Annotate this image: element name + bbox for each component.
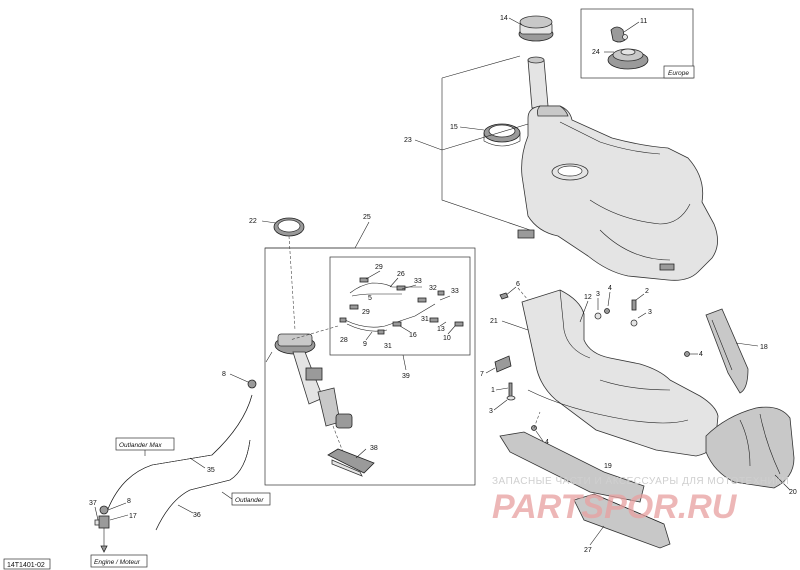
watermark-brand: PARTSPOR.RU [492,488,738,526]
callout-19: 19 [604,463,612,470]
callout-35: 35 [207,467,215,474]
fuel-cap-14[interactable] [518,15,554,42]
diagram-code-tag [3,558,51,570]
callout-24: 24 [592,49,600,56]
filler-neck-hose[interactable] [527,59,549,109]
callout-8a: 8 [222,371,226,378]
callout-33b: 33 [451,288,459,295]
callout-28: 28 [340,337,348,344]
callout-29a: 29 [375,264,383,271]
europe-cap-24[interactable] [607,48,649,70]
callout-38: 38 [370,445,378,452]
engine-tag [90,554,148,568]
callout-3a: 3 [596,291,600,298]
watermark-caption: ЗАПАСНЫЕ ЧАСТИ И АКСЕССУАРЫ ДЛЯ МОТОТЕХН… [492,476,789,487]
callout-5a: 5 [368,295,372,302]
callout-1: 1 [491,387,495,394]
callout-20: 20 [789,489,797,496]
callout-31b: 31 [421,316,429,323]
callout-2: 2 [645,288,649,295]
callout-27: 27 [584,547,592,554]
callout-15: 15 [450,124,458,131]
pump-assembly-frame [264,247,476,486]
callout-25: 25 [363,214,371,221]
callout-32: 32 [429,285,437,292]
callout-3b: 3 [648,309,652,316]
fuel-hose-35[interactable] [107,394,253,510]
callout-10: 10 [443,335,451,342]
fuel-tank-23[interactable] [517,105,718,281]
callout-3c: 3 [489,408,493,415]
callout-11: 11 [640,18,647,25]
outlander-max-label: Outlander Max [119,442,162,449]
callout-14: 14 [500,15,508,22]
callout-29b: 29 [362,309,370,316]
hose-kit-parts[interactable] [339,277,464,335]
callout-7: 7 [480,371,484,378]
callout-36: 36 [193,512,201,519]
callout-4a: 4 [608,285,612,292]
europe-inset-frame [580,8,694,79]
callout-8b: 8 [127,498,131,505]
diagram-code: 14T1401-02 [7,562,45,569]
gasket-22[interactable] [273,217,305,237]
heat-shield-19[interactable] [499,431,645,503]
callout-9: 9 [363,341,367,348]
callout-26: 26 [397,271,405,278]
tank-support-21[interactable] [521,289,719,457]
fuel-pump-module[interactable] [265,333,353,429]
callout-18: 18 [760,344,768,351]
hose-kit-frame [329,256,471,356]
callout-33a: 33 [414,278,422,285]
heat-shield-18[interactable] [705,308,749,394]
callout-16: 16 [409,332,417,339]
callout-4c: 4 [545,439,549,446]
fuel-level-sender-38[interactable] [327,448,375,477]
callout-23: 23 [404,137,412,144]
europe-tag [663,65,695,79]
callout-4b: 4 [699,351,703,358]
outlander-label: Outlander [235,497,264,504]
retaining-ring-15[interactable] [483,123,521,147]
callout-31a: 31 [384,343,392,350]
callout-39: 39 [402,373,410,380]
europe-strap-11[interactable] [610,26,628,43]
engine-label: Engine / Moteur [94,559,141,566]
callout-17: 17 [129,513,137,520]
callout-6: 6 [516,281,520,288]
rubber-bumper-7[interactable] [494,355,512,373]
europe-label: Europe [668,70,689,77]
skid-plate-27[interactable] [573,493,671,549]
fuel-hose-36[interactable] [155,439,251,531]
callout-13: 13 [437,326,445,333]
callout-21: 21 [490,318,498,325]
callout-22: 22 [249,218,257,225]
clamp-8[interactable] [247,379,257,389]
callout-12: 12 [584,294,592,301]
callout-37: 37 [89,500,97,507]
heat-shield-20[interactable] [705,406,795,489]
